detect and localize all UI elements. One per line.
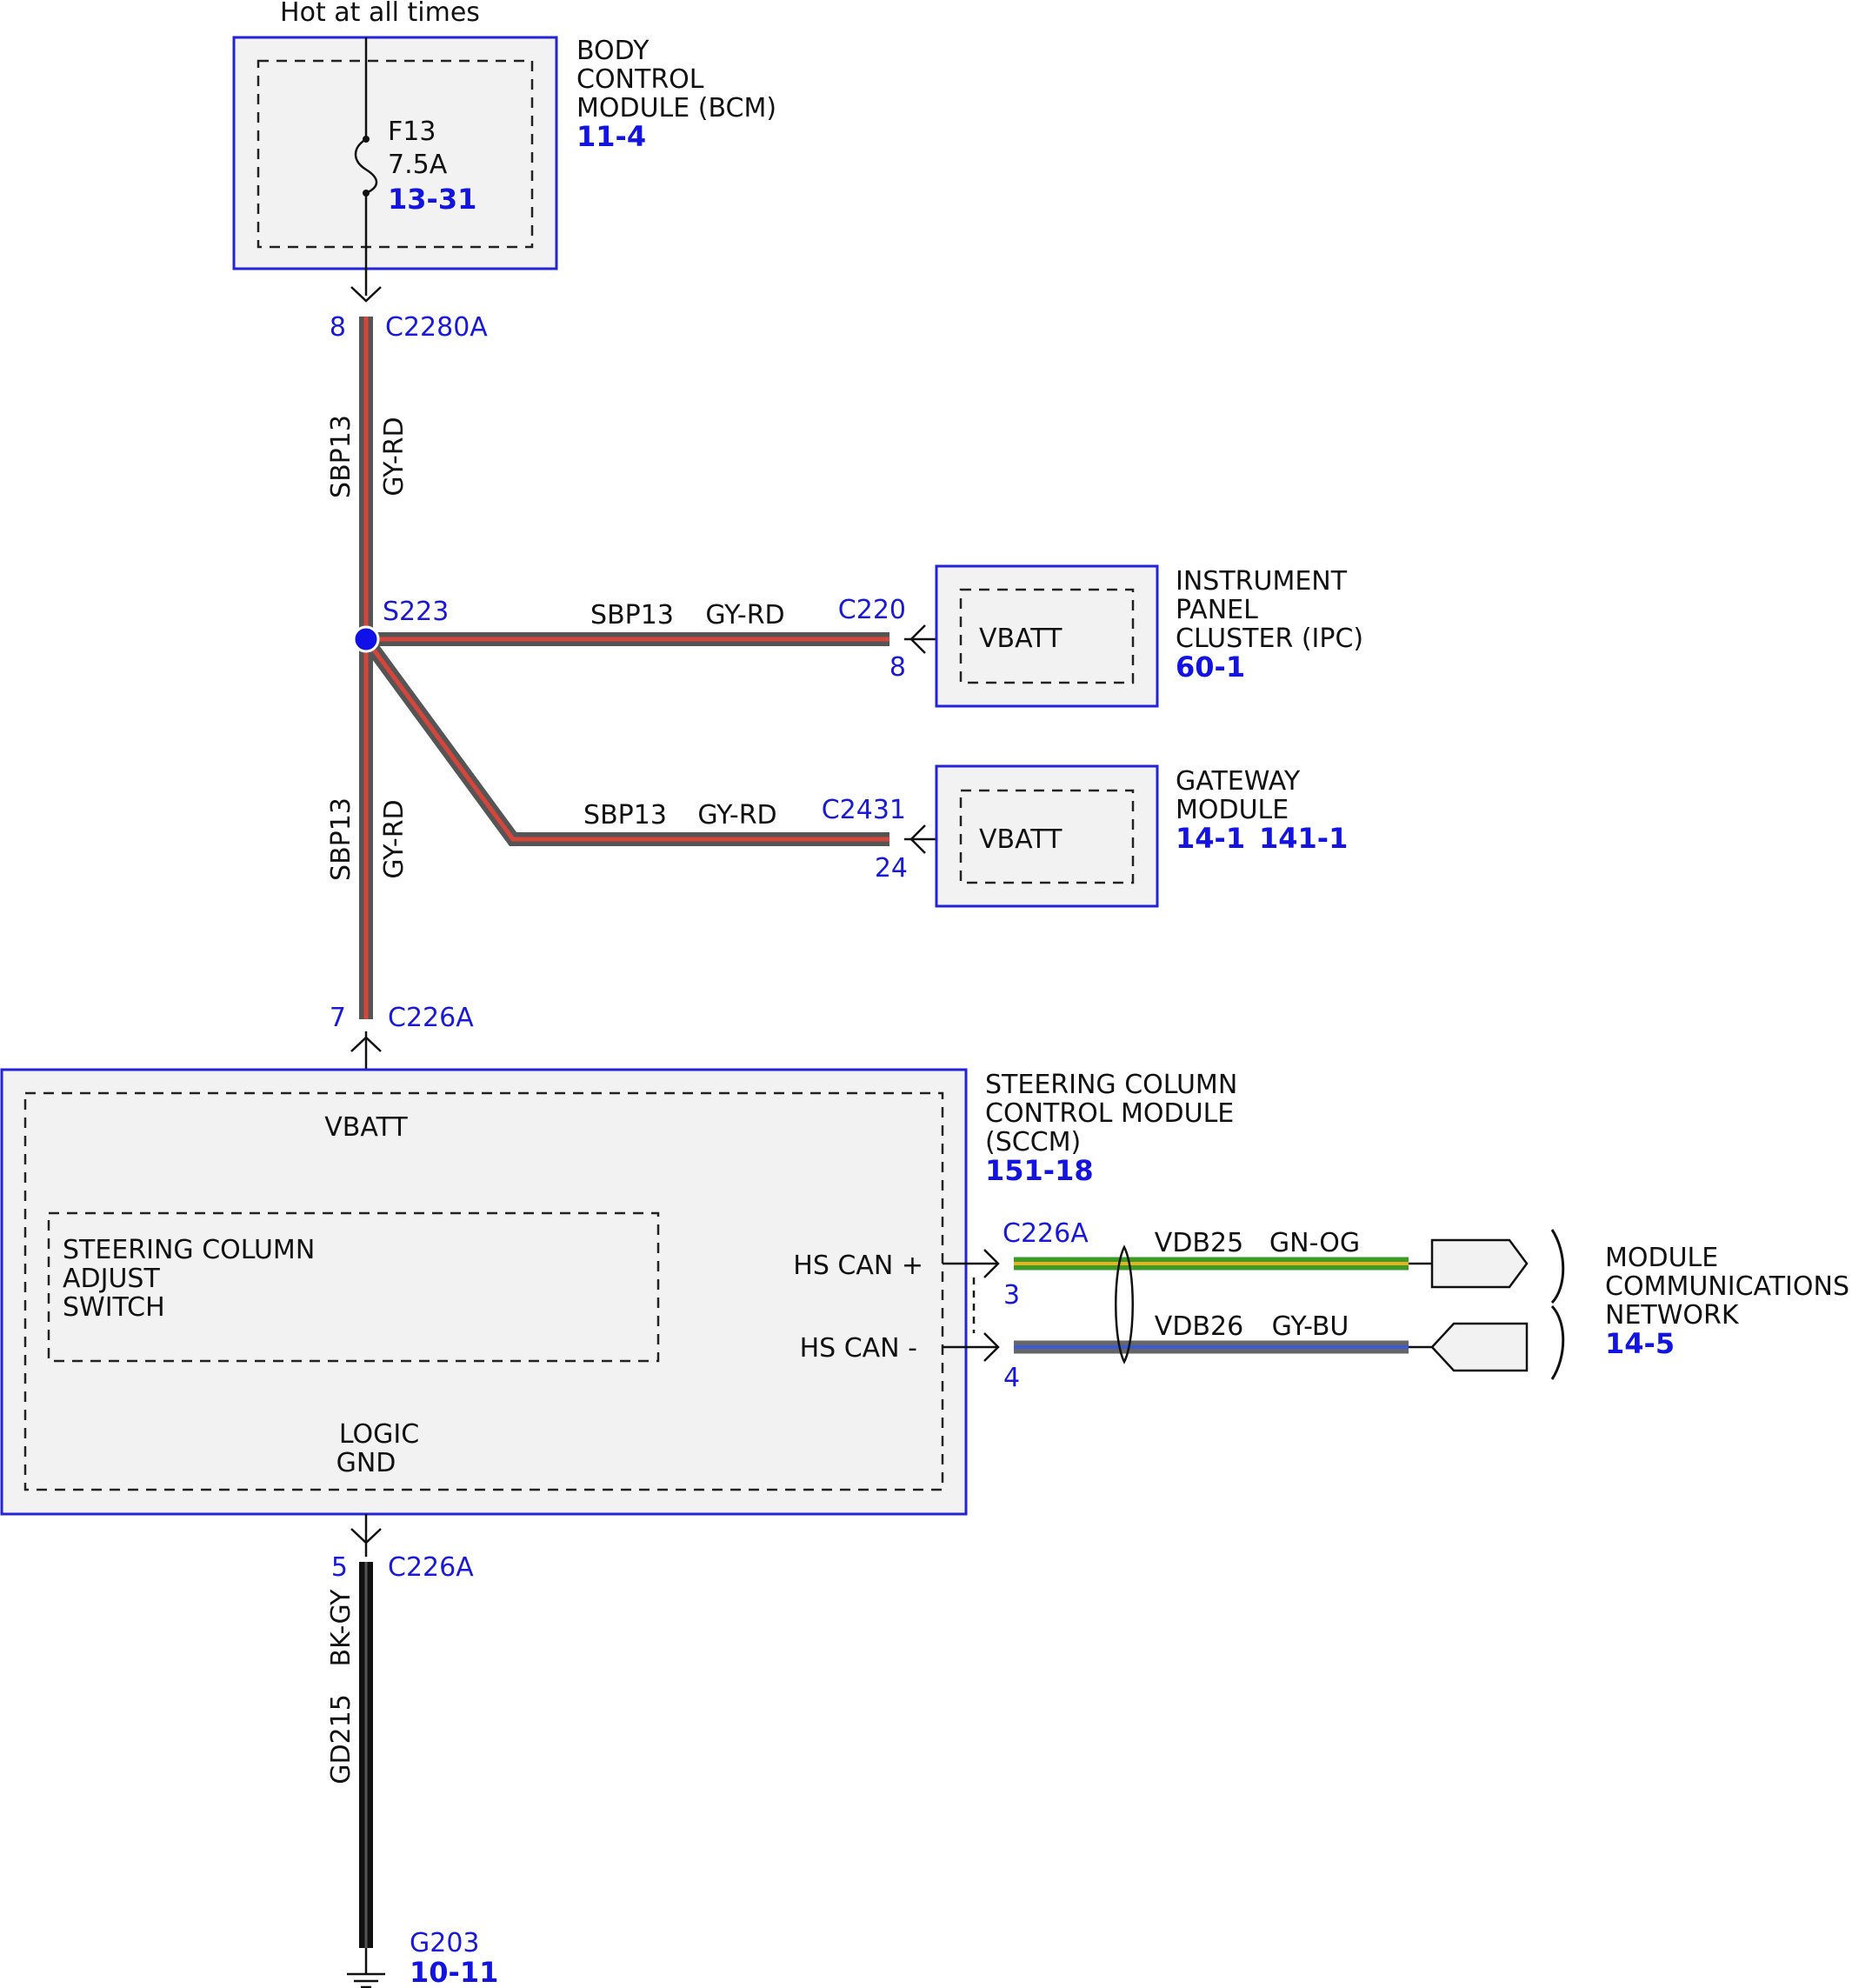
c2280a-pin: 8: [330, 312, 346, 343]
fuse-terminal-top: [363, 136, 370, 143]
can-minus-color: GY-BU: [1272, 1311, 1349, 1342]
fuse-name: F13: [388, 117, 436, 147]
can-pin-plus: 3: [1003, 1280, 1020, 1311]
c226a-bottom-pin: 5: [331, 1552, 348, 1583]
gateway-title-line2: MODULE: [1176, 795, 1289, 825]
ground-ref[interactable]: 10-11: [410, 1956, 498, 1988]
ipc-title-line1: INSTRUMENT: [1176, 566, 1348, 597]
c220-pin: 8: [889, 652, 906, 683]
ipc-inner-dash: [959, 588, 1135, 684]
c226a-top-pin: 7: [330, 1003, 346, 1033]
logic-gnd-line1: LOGIC: [339, 1419, 419, 1450]
can-minus-circuit: VDB26: [1155, 1311, 1243, 1342]
sccm-title-line1: STEERING COLUMN: [985, 1070, 1237, 1100]
ground-g203-icon[interactable]: [347, 1948, 385, 1988]
can-plus-outgoing-arrow[interactable]: [1430, 1238, 1529, 1289]
splice-s223-dot[interactable]: [352, 625, 380, 653]
gateway-module[interactable]: [935, 764, 1159, 908]
wire-top-circuit: SBP13: [326, 415, 356, 498]
bcm-ref[interactable]: 11-4: [576, 120, 646, 153]
can-plus-circuit: VDB25: [1155, 1228, 1243, 1258]
switch-line2: ADJUST: [63, 1264, 160, 1294]
can-plus-connector-icon: [983, 1249, 1000, 1278]
splice-s223-name[interactable]: S223: [383, 597, 449, 627]
c226a-bottom-connector-icon: [350, 1528, 382, 1544]
sccm-title-line2: CONTROL MODULE: [985, 1098, 1234, 1129]
ground-wire-circuit: GD215: [326, 1694, 356, 1785]
gateway-vbatt: VBATT: [979, 824, 1063, 855]
gateway-wire-circuit: SBP13: [583, 800, 667, 831]
c2431-pin: 24: [875, 853, 908, 884]
gateway-ref-1[interactable]: 14-1: [1176, 822, 1245, 855]
network-title-line2: COMMUNICATIONS: [1605, 1271, 1849, 1302]
switch-line3: SWITCH: [63, 1292, 165, 1323]
wire-mid-circuit: SBP13: [326, 797, 356, 881]
c2431-name[interactable]: C2431: [822, 795, 906, 825]
network-title-line1: MODULE: [1605, 1243, 1718, 1273]
ground-name[interactable]: G203: [410, 1928, 480, 1958]
gateway-ref-2[interactable]: 141-1: [1259, 822, 1348, 855]
c226a-bottom-name[interactable]: C226A: [388, 1552, 474, 1583]
ground-wire-color: BK-GY: [326, 1589, 356, 1667]
hot-at-all-times-label: Hot at all times: [280, 0, 480, 28]
can-plus-color: GN-OG: [1269, 1228, 1360, 1258]
ipc-ref[interactable]: 60-1: [1176, 650, 1245, 684]
network-title-line3: NETWORK: [1605, 1300, 1740, 1331]
fuse-ref[interactable]: 13-31: [388, 183, 476, 216]
hs-can-plus: HS CAN +: [793, 1251, 923, 1281]
network-ref[interactable]: 14-5: [1605, 1327, 1675, 1360]
network-bracket-lower: [1550, 1304, 1565, 1380]
gateway-wire-color: GY-RD: [697, 800, 776, 831]
c226a-top-name[interactable]: C226A: [388, 1003, 474, 1033]
bcm-inner-dash: [256, 59, 534, 249]
bcm-title-line1: BODY: [576, 36, 650, 66]
ipc-title-line3: CLUSTER (IPC): [1176, 624, 1363, 654]
fuse-f13-symbol: [354, 137, 378, 195]
wire-mid-color: GY-RD: [379, 799, 410, 878]
ipc-vbatt: VBATT: [979, 624, 1063, 654]
twisted-pair-icon: [1115, 1244, 1134, 1364]
sccm-module[interactable]: [0, 1068, 968, 1516]
logic-gnd-line2: GND: [336, 1448, 396, 1478]
ipc-module[interactable]: [935, 564, 1159, 708]
bcm-title-line2: CONTROL: [576, 64, 704, 95]
network-bracket-upper: [1550, 1229, 1565, 1304]
sccm-box: [0, 1068, 968, 1516]
can-minus-connector-icon: [983, 1332, 1000, 1362]
bcm-module[interactable]: [232, 36, 558, 270]
sccm-vbatt: VBATT: [324, 1112, 408, 1143]
ipc-title-line2: PANEL: [1176, 595, 1258, 625]
can-minus-incoming-arrow[interactable]: [1430, 1322, 1529, 1372]
gy-rd-wires: [359, 317, 889, 1019]
sccm-title-line3: (SCCM): [985, 1127, 1081, 1157]
bcm-title-line3: MODULE (BCM): [576, 93, 776, 123]
c220-name[interactable]: C220: [838, 595, 906, 625]
gateway-title-line1: GATEWAY: [1176, 766, 1301, 797]
c2280a-name[interactable]: C2280A: [385, 312, 488, 343]
c2280a-connector-icon: [350, 286, 382, 303]
can-connector-name[interactable]: C226A: [1003, 1218, 1089, 1249]
sccm-ref[interactable]: 151-18: [985, 1154, 1094, 1187]
fuse-rating: 7.5A: [388, 150, 448, 180]
wire-top-color: GY-RD: [379, 417, 410, 496]
wire-gateway-branch: [360, 635, 889, 846]
steering-column-adjust-switch-box: [47, 1211, 660, 1363]
ipc-wire-color: GY-RD: [705, 600, 784, 630]
gateway-inner-dash: [959, 789, 1135, 884]
can-pin-minus: 4: [1003, 1363, 1020, 1393]
ipc-wire-circuit: SBP13: [590, 600, 674, 630]
switch-line1: STEERING COLUMN: [63, 1235, 315, 1265]
bcm-box: [232, 36, 558, 270]
hs-can-minus: HS CAN -: [800, 1333, 917, 1364]
sccm-inner-dash: [23, 1091, 944, 1491]
